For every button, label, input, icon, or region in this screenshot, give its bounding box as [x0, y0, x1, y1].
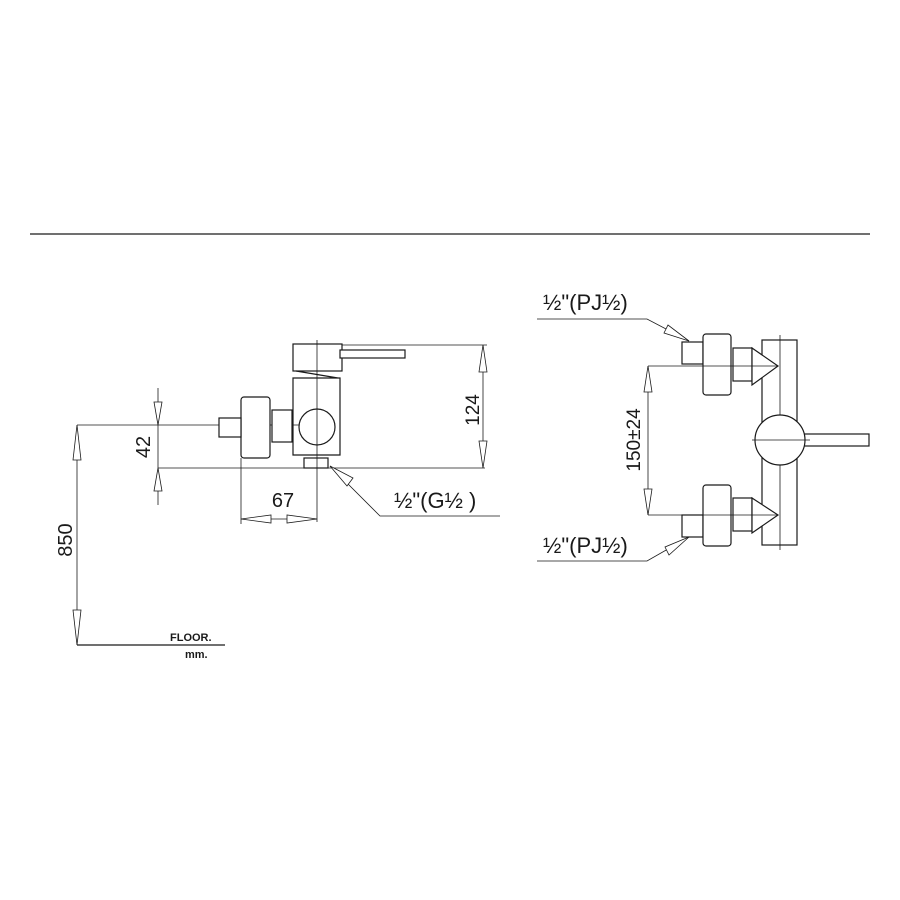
arrow [643, 488, 653, 516]
side-view: 850 FLOOR. mm. 42 124 67 [55, 340, 500, 661]
arrow [643, 365, 653, 393]
inlet-stub [681, 341, 704, 365]
arrow [72, 424, 82, 461]
floor-label: FLOOR. [170, 632, 212, 644]
hex-nut [732, 497, 753, 532]
inlet-flange [702, 484, 732, 547]
inlet-stub [218, 417, 242, 438]
dim-150-label: 150±24 [624, 408, 645, 472]
front-view: 150±24 ½"(PJ½) ½"(PJ½) [537, 290, 870, 562]
arrow [286, 514, 318, 524]
arrow [478, 440, 488, 469]
inlet-bottom-label: ½"(PJ½) [543, 533, 628, 558]
lever-handle [339, 349, 406, 359]
dim-42-label: 42 [133, 436, 155, 458]
arrow [664, 536, 690, 556]
dim-124-label: 124 [463, 394, 484, 426]
inlet-top-label: ½"(PJ½) [543, 290, 628, 315]
units-label: mm. [185, 649, 208, 661]
lever-handle [802, 433, 870, 447]
body-top [292, 343, 343, 372]
wall-flange [240, 396, 271, 459]
inlet-flange [702, 333, 732, 396]
dim-67-label: 67 [272, 490, 294, 512]
arrow [663, 324, 690, 342]
hex-nut [271, 409, 293, 443]
arrow [72, 609, 82, 646]
arrow [240, 514, 272, 524]
hex-nut [732, 347, 753, 382]
outlet-label: ½"(G½ ) [394, 488, 476, 513]
arrow [478, 344, 488, 373]
eccentric-cone [751, 346, 780, 387]
arrow [153, 467, 163, 492]
arrow [329, 465, 354, 487]
inlet-stub [681, 514, 704, 538]
dim-850-label: 850 [55, 523, 77, 556]
arrow [153, 401, 163, 426]
outlet-fitting [303, 457, 329, 469]
eccentric-cone [751, 496, 780, 535]
